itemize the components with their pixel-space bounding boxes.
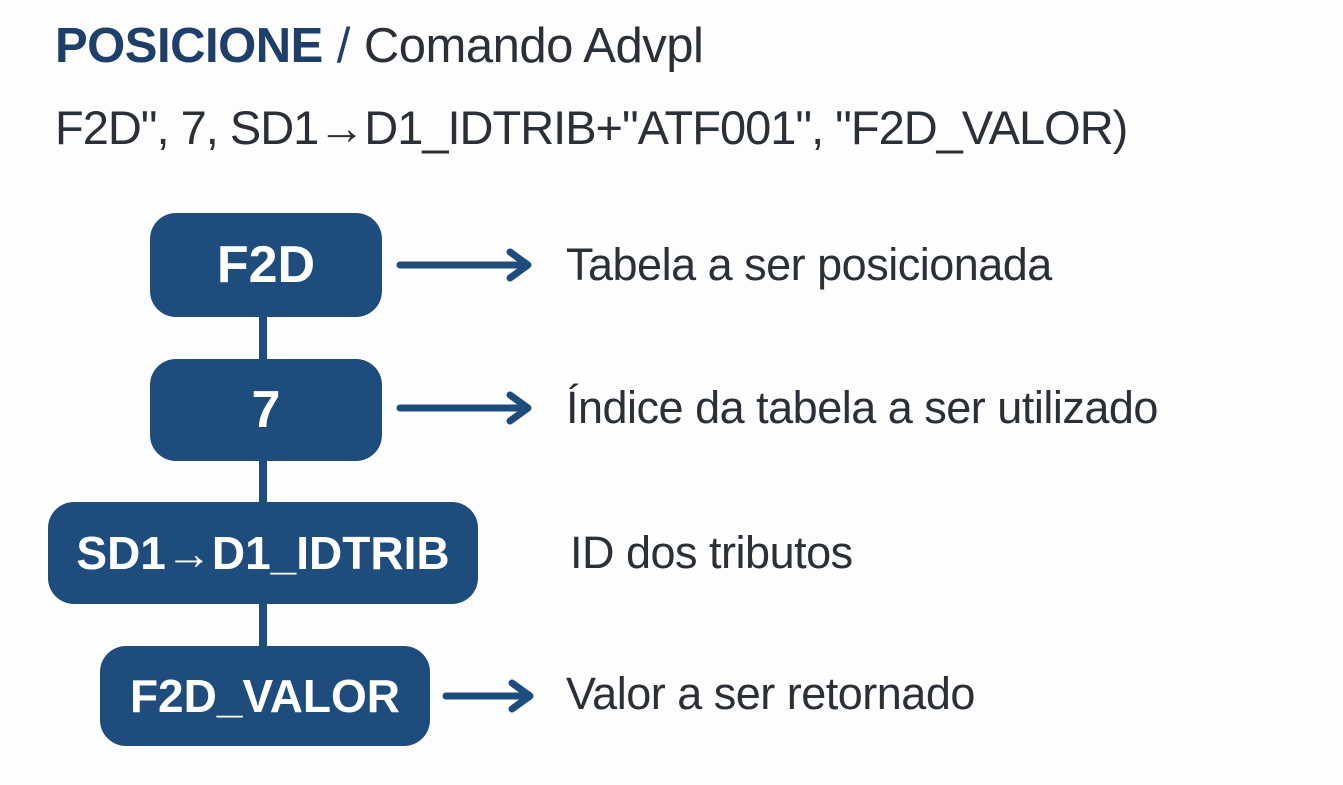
arrow-right-icon [396, 391, 532, 425]
node-index: 7 [150, 359, 382, 461]
node-return-value: F2D_VALOR [100, 646, 430, 746]
connector-line [259, 459, 267, 504]
connector-line [259, 315, 267, 361]
arrow-right-icon [396, 248, 532, 282]
node-table: F2D [150, 213, 382, 317]
node-tribute-id: SD1→D1_IDTRIB [48, 502, 478, 604]
header: POSICIONE/Comando Advpl [55, 18, 704, 74]
connector-line [259, 602, 267, 648]
node-return-value-description: Valor a ser retornado [566, 668, 975, 719]
node-table-description: Tabela a ser posicionada [566, 239, 1052, 290]
title-separator: / [336, 19, 351, 73]
node-tribute-id-description: ID dos tributos [570, 527, 853, 578]
code-snippet: F2D", 7, SD1→D1_IDTRIB+"ATF001", "F2D_VA… [55, 101, 1128, 154]
arrow-right-icon [442, 679, 534, 713]
node-index-description: Índice da tabela a ser utilizado [566, 382, 1158, 433]
page-title: POSICIONE [55, 19, 323, 73]
page-subtitle: Comando Advpl [363, 19, 704, 73]
